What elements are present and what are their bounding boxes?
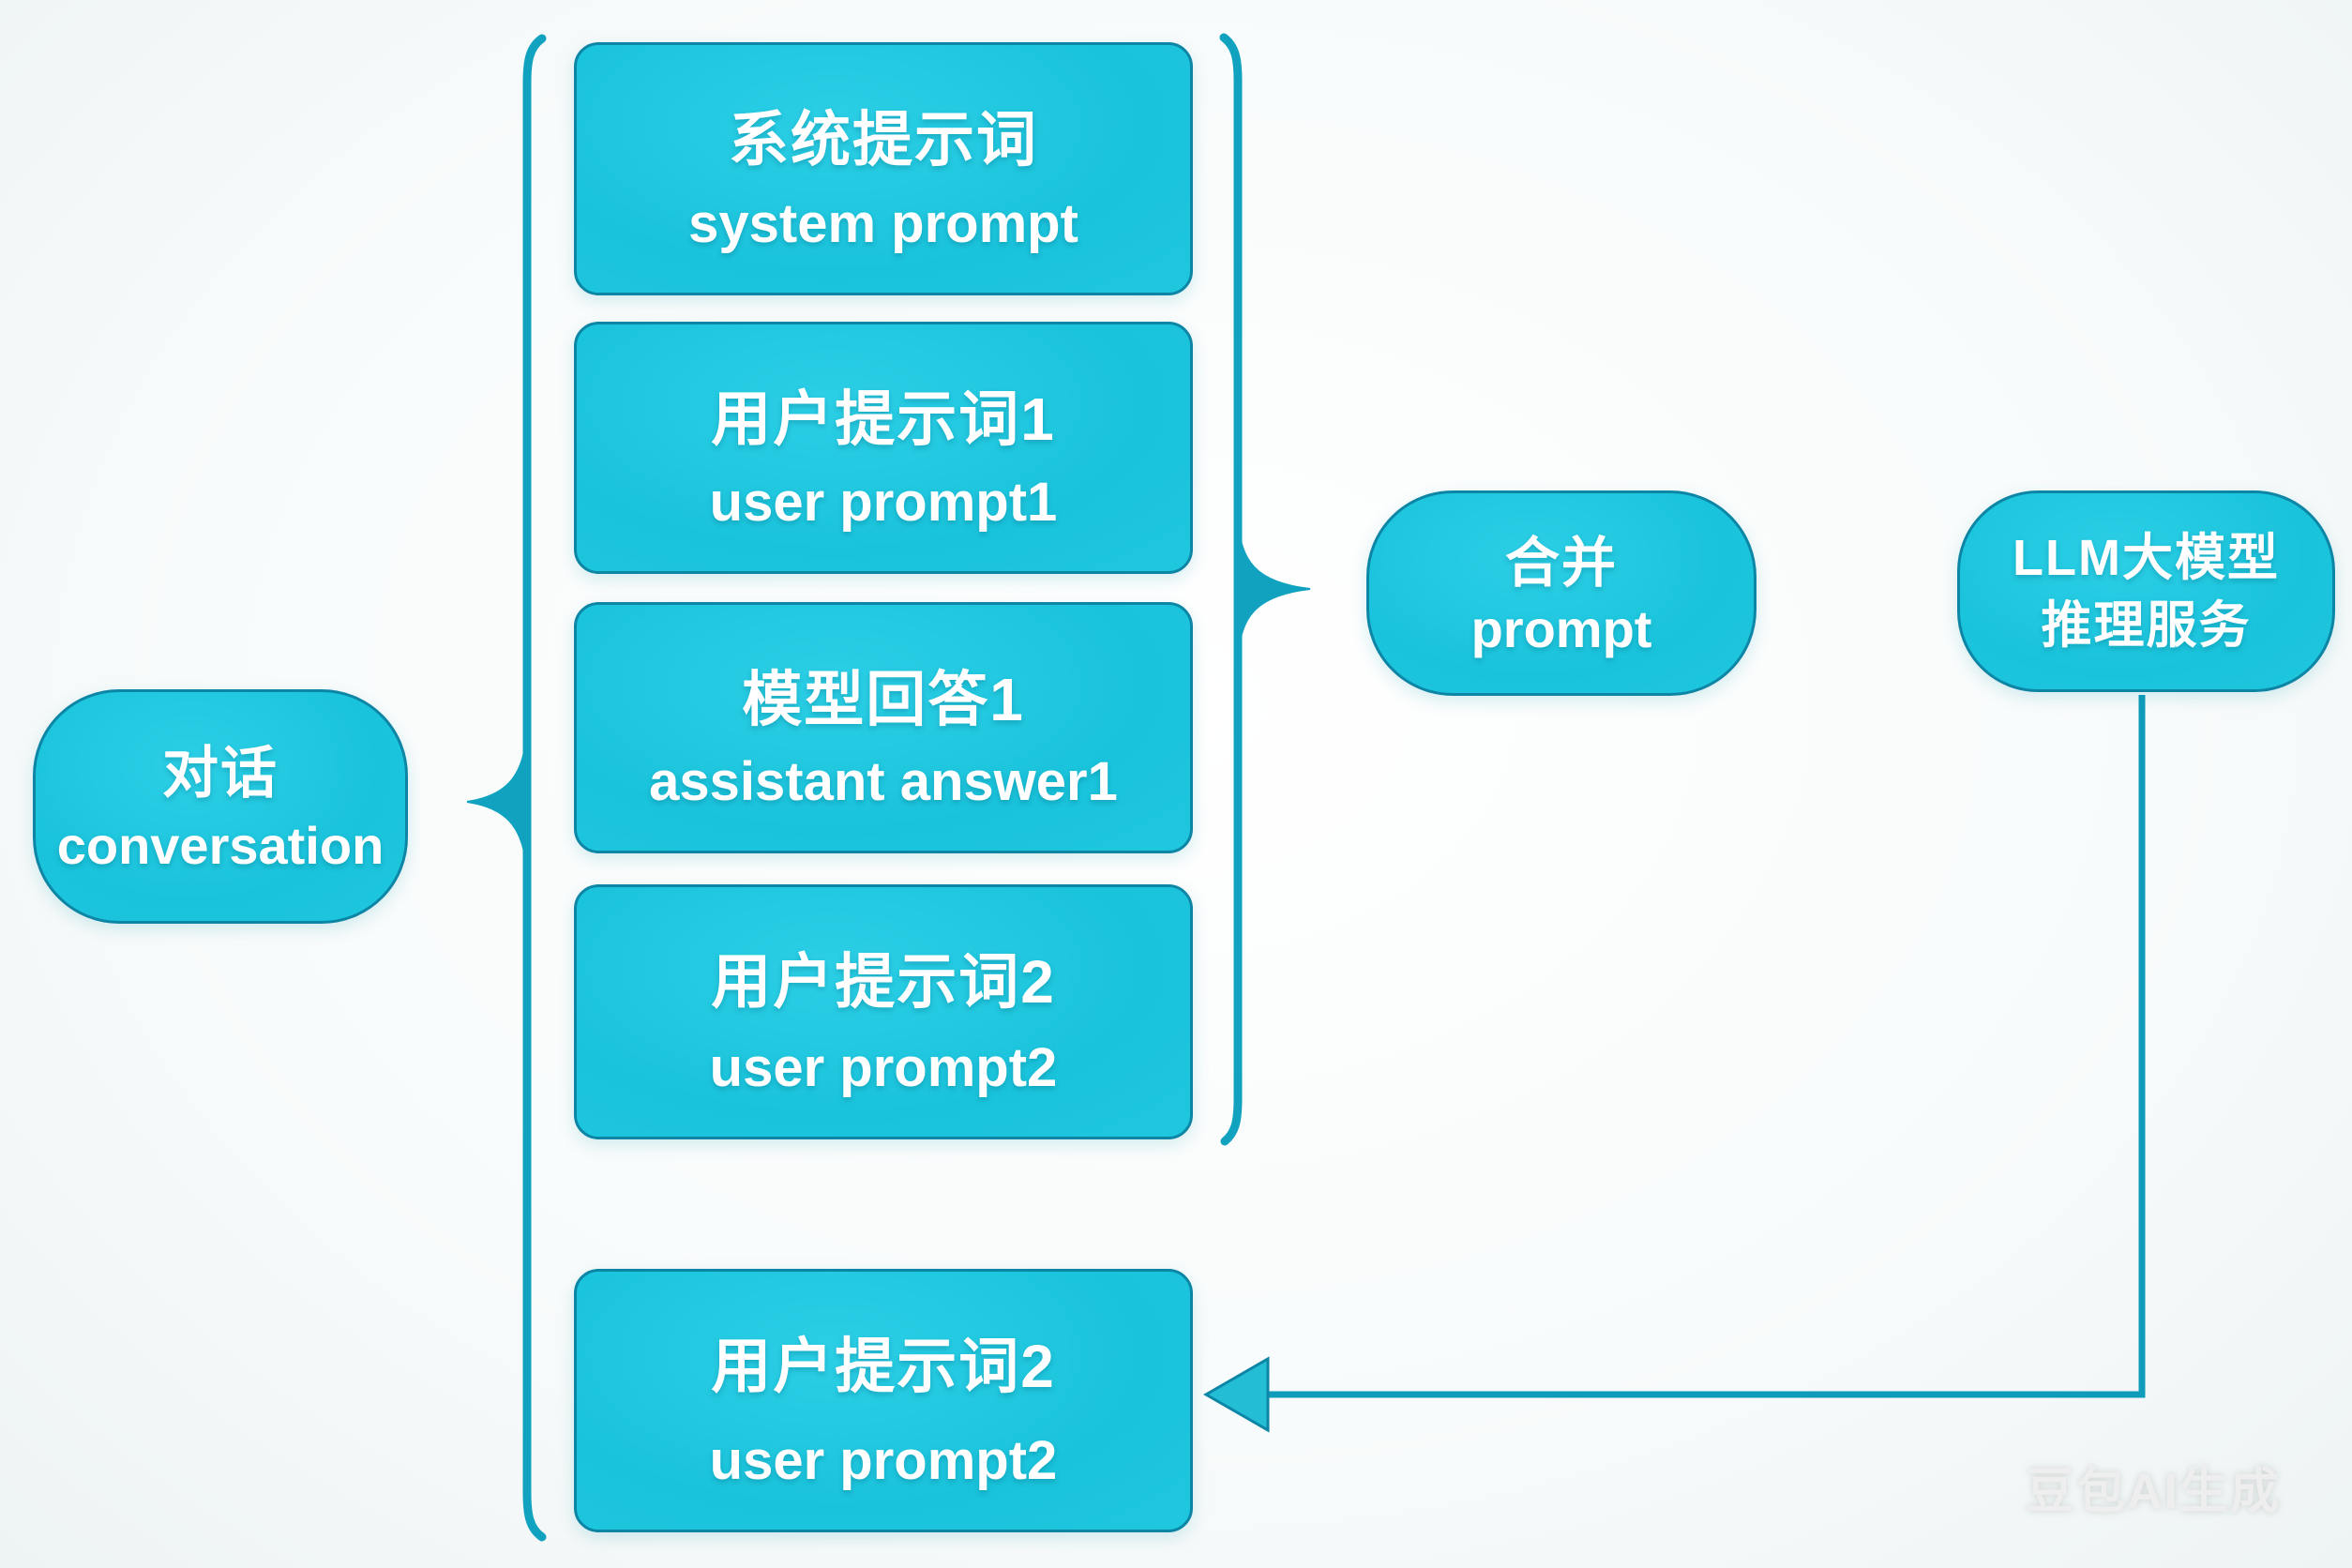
- merged-prompt-node: 合并 prompt: [1366, 490, 1756, 696]
- user-prompt2-box: 用户提示词2 user prompt2: [574, 884, 1193, 1139]
- conversation-node: 对话 conversation: [33, 689, 408, 924]
- user-prompt2-label-en: user prompt2: [709, 1037, 1058, 1098]
- assistant-answer1-box: 模型回答1 assistant answer1: [574, 602, 1193, 853]
- merged-prompt-label-zh: 合并: [1504, 532, 1618, 594]
- new-user-prompt2-box: 用户提示词2 user prompt2: [574, 1269, 1193, 1532]
- assistant-answer1-label-zh: 模型回答1: [742, 666, 1025, 733]
- assistant-answer1-label-en: assistant answer1: [649, 751, 1118, 812]
- system-prompt-label-zh: 系统提示词: [729, 106, 1038, 173]
- llm-service-label-line1: LLM大模型: [2013, 529, 2280, 586]
- right-brace: [1219, 33, 1311, 1146]
- watermark: 豆包AI生成: [2026, 1465, 2282, 1519]
- user-prompt1-label-zh: 用户提示词1: [711, 385, 1056, 453]
- user-prompt1-label-en: user prompt1: [709, 472, 1058, 533]
- merged-prompt-label-en: prompt: [1470, 598, 1652, 658]
- new-user-prompt2-label-zh: 用户提示词2: [711, 1333, 1056, 1400]
- conversation-label-zh: 对话: [162, 742, 279, 805]
- left-brace: [466, 34, 547, 1542]
- system-prompt-box: 系统提示词 system prompt: [574, 42, 1193, 295]
- conversation-label-en: conversation: [56, 816, 384, 875]
- user-prompt2-label-zh: 用户提示词2: [711, 948, 1056, 1016]
- system-prompt-label-en: system prompt: [688, 193, 1078, 254]
- arrowhead-icon: [1202, 1356, 1270, 1433]
- llm-to-prompt-arrow: [1202, 695, 2146, 1433]
- llm-service-node: LLM大模型 推理服务: [1957, 490, 2335, 692]
- llm-service-label-line2: 推理服务: [2041, 596, 2252, 654]
- user-prompt1-box: 用户提示词1 user prompt1: [574, 322, 1193, 574]
- new-user-prompt2-label-en: user prompt2: [709, 1430, 1058, 1491]
